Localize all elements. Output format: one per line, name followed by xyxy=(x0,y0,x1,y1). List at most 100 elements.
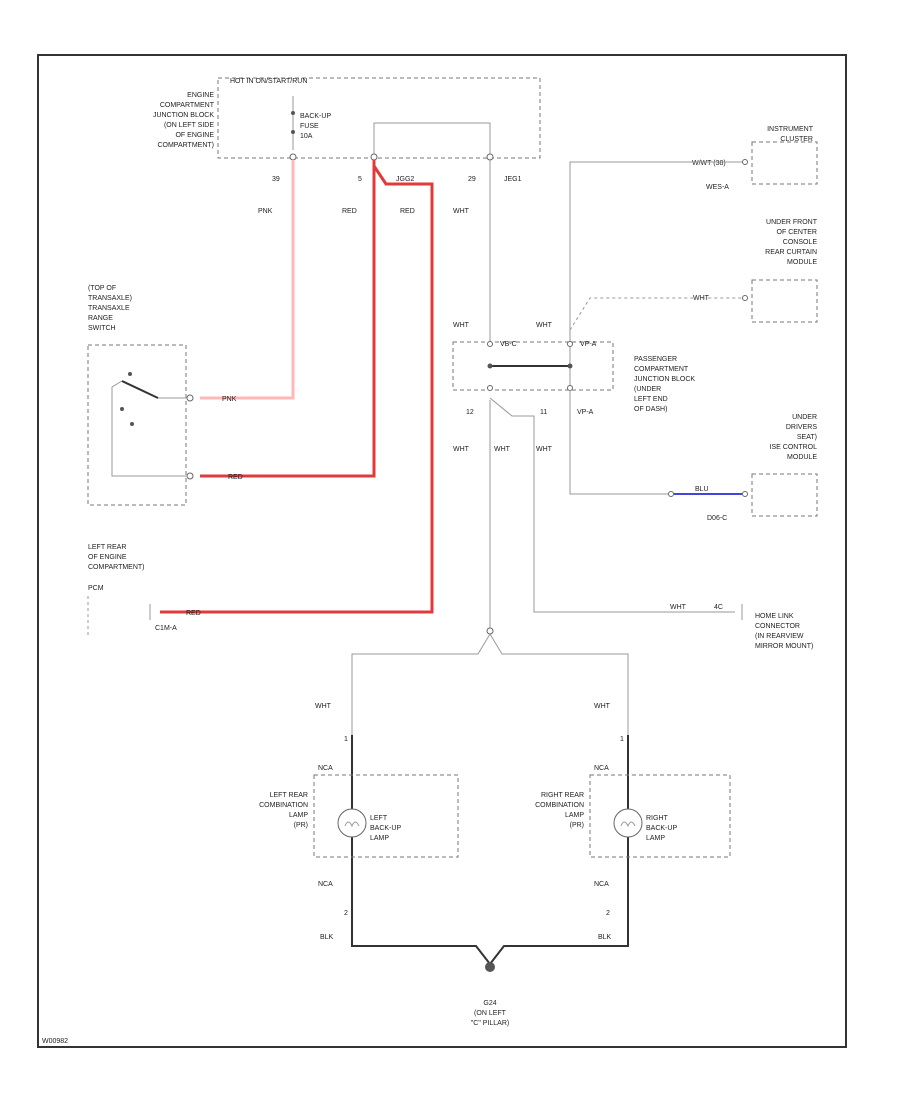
left-lamp-filament xyxy=(344,821,360,828)
jgg2-connector-label: JGG2 xyxy=(396,176,414,183)
svg-text:COMPARTMENT: COMPARTMENT xyxy=(160,102,215,109)
drivers-seat-connector-pin xyxy=(742,491,748,497)
rear-curtain-wire-label: WHT xyxy=(693,295,710,302)
svg-text:(TOP OF: (TOP OF xyxy=(88,285,116,292)
svg-text:"C" PILLAR): "C" PILLAR) xyxy=(471,1020,509,1027)
svg-text:(IN REARVIEW: (IN REARVIEW xyxy=(755,633,804,640)
svg-text:PCM: PCM xyxy=(88,585,104,592)
wire-red-range-switch xyxy=(200,160,376,478)
pjb-bottom-connector-label: VP-A xyxy=(577,409,594,416)
engine-junction-block-box xyxy=(217,77,541,159)
fuse-terminal-bottom xyxy=(291,130,295,134)
svg-text:UNDER: UNDER xyxy=(792,414,817,421)
range-switch-pnk-connector xyxy=(186,394,194,402)
svg-text:OF CENTER: OF CENTER xyxy=(777,229,817,236)
left-back-up-lamp-bulb-icon xyxy=(337,808,367,838)
svg-text:OF DASH): OF DASH) xyxy=(634,406,667,413)
svg-text:COMPARTMENT: COMPARTMENT xyxy=(634,366,689,373)
lamp-feed-splice xyxy=(486,627,494,635)
wire-label-wht-pjb-right: WHT xyxy=(536,322,553,329)
wire-wht-left-lamp xyxy=(351,633,491,735)
wire-pnk-range-switch xyxy=(200,160,295,400)
svg-text:RANGE: RANGE xyxy=(88,315,113,322)
svg-text:OF ENGINE: OF ENGINE xyxy=(88,554,127,561)
range-switch-contact-d xyxy=(130,422,134,426)
right-rear-combination-lamp-box xyxy=(589,774,731,858)
pjb-right-connector-label: VP-A xyxy=(580,341,597,348)
svg-text:MODULE: MODULE xyxy=(787,259,817,266)
wire-label-blu: BLU xyxy=(695,486,709,493)
pjb-left-connector-label: VB-C xyxy=(500,341,517,348)
wire-wht-instrument xyxy=(569,161,742,345)
wire-label-wht-pjb-left: WHT xyxy=(453,322,470,329)
pin-29-label: 29 xyxy=(468,176,476,183)
pin-39-label: 39 xyxy=(272,176,280,183)
wire-label-wht-left-lamp: WHT xyxy=(315,703,332,710)
pjb-pin-11-label: 11 xyxy=(540,409,547,416)
left-lamp-pin-2: 2 xyxy=(344,910,348,917)
ground-g24-icon xyxy=(485,962,495,972)
wire-label-red-switch: RED xyxy=(228,474,243,481)
svg-text:LAMP: LAMP xyxy=(289,812,308,819)
instrument-cluster-connector-pin xyxy=(742,159,748,165)
svg-text:JUNCTION BLOCK: JUNCTION BLOCK xyxy=(634,376,695,383)
pcm-connector-label: C1M-A xyxy=(155,625,177,632)
svg-text:OF ENGINE: OF ENGINE xyxy=(175,132,214,139)
pjb-pin-12-label: 12 xyxy=(466,409,474,416)
range-switch-out-bottom xyxy=(111,398,186,477)
svg-text:BACK-UP: BACK-UP xyxy=(646,825,677,832)
right-lamp-pin-1: 1 xyxy=(620,736,624,743)
svg-text:LEFT END: LEFT END xyxy=(634,396,668,403)
jeg1-connector-label: JEG1 xyxy=(504,176,522,183)
svg-text:(ON LEFT SIDE: (ON LEFT SIDE xyxy=(164,122,214,129)
svg-text:10A: 10A xyxy=(300,133,313,140)
right-back-up-lamp-bulb-icon xyxy=(613,808,643,838)
svg-text:ISE CONTROL: ISE CONTROL xyxy=(770,444,818,451)
homelink-pin-label: 4C xyxy=(714,604,723,611)
pjb-left-top-pin xyxy=(487,341,493,347)
wire-label-wht-pjb-bottom-3: WHT xyxy=(536,446,553,453)
footer-code: W00982 xyxy=(42,1038,68,1045)
svg-text:BACK-UP: BACK-UP xyxy=(370,825,401,832)
wire-label-nca-right-bottom: NCA xyxy=(594,881,609,888)
svg-text:(UNDER: (UNDER xyxy=(634,386,661,393)
right-back-up-lamp-label: RIGHT BACK-UP LAMP xyxy=(646,815,677,842)
wire-label-nca-left-bottom: NCA xyxy=(318,881,333,888)
range-switch-contact-n xyxy=(120,407,124,411)
svg-text:CONSOLE: CONSOLE xyxy=(783,239,818,246)
svg-text:(ON LEFT: (ON LEFT xyxy=(474,1010,507,1017)
svg-text:INSTRUMENT: INSTRUMENT xyxy=(767,126,814,133)
pjb-right-top-pin xyxy=(567,341,573,347)
passenger-junction-block-box xyxy=(452,341,614,391)
svg-text:COMPARTMENT): COMPARTMENT) xyxy=(157,142,214,149)
svg-text:MIRROR MOUNT): MIRROR MOUNT) xyxy=(755,643,813,650)
jb-pin-29-connector xyxy=(486,153,494,161)
instrument-cluster-pin: W/WT (38) xyxy=(692,160,726,167)
svg-text:TRANSAXLE: TRANSAXLE xyxy=(88,305,130,312)
svg-text:PASSENGER: PASSENGER xyxy=(634,356,677,363)
drivers-seat-module-label: UNDER DRIVERS SEAT) ISE CONTROL MODULE xyxy=(770,414,818,461)
svg-text:LAMP: LAMP xyxy=(565,812,584,819)
svg-text:DRIVERS: DRIVERS xyxy=(786,424,817,431)
wire-label-nca-left-top: NCA xyxy=(318,765,333,772)
svg-text:FUSE: FUSE xyxy=(300,123,319,130)
svg-text:TRANSAXLE): TRANSAXLE) xyxy=(88,295,132,302)
drivers-seat-connector-label: D06-C xyxy=(707,515,727,522)
wire-label-wht-pjb-bottom-2: WHT xyxy=(494,446,511,453)
rear-curtain-module-box xyxy=(751,279,818,323)
wire-wht-drivers-seat xyxy=(569,390,668,495)
svg-text:HOME LINK: HOME LINK xyxy=(755,613,794,620)
fuse-label: BACK-UP FUSE 10A xyxy=(300,113,331,140)
svg-text:RIGHT REAR: RIGHT REAR xyxy=(541,792,584,799)
wire-wht-right-lamp xyxy=(489,633,629,735)
left-rear-combination-lamp-box xyxy=(313,774,459,858)
wire-label-pnk-top: PNK xyxy=(258,208,273,215)
passenger-junction-block-label: PASSENGER COMPARTMENT JUNCTION BLOCK (UN… xyxy=(634,356,695,413)
homelink-connector-label: HOME LINK CONNECTOR (IN REARVIEW MIRROR … xyxy=(755,613,813,650)
drivers-seat-module-box xyxy=(751,473,818,517)
svg-text:COMBINATION: COMBINATION xyxy=(535,802,584,809)
wire-label-wht-top: WHT xyxy=(453,208,470,215)
svg-text:BACK-UP: BACK-UP xyxy=(300,113,331,120)
svg-text:LEFT REAR: LEFT REAR xyxy=(88,544,126,551)
